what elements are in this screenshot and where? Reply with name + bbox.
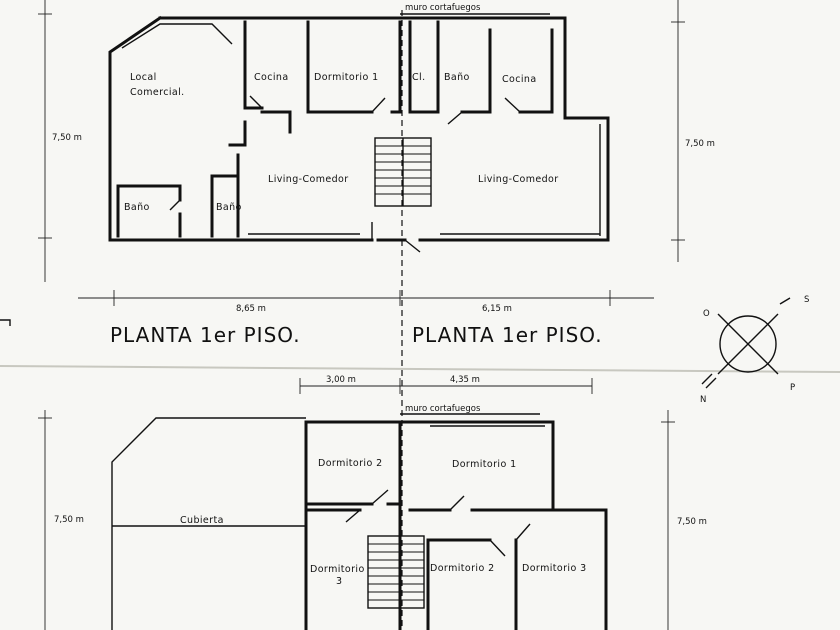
- room-living-left: Living-Comedor: [268, 174, 349, 185]
- title-left: PLANTA 1er PISO.: [110, 323, 301, 347]
- compass-s-leader: [779, 297, 791, 305]
- lower-dormitorio3-right: Dormitorio 3: [522, 563, 587, 574]
- compass-rose: O S P N: [700, 295, 809, 405]
- room-cocina-left: Cocina: [254, 72, 289, 83]
- upper-wall-local-mid: [228, 120, 247, 147]
- lower-dormitorio2-left: Dormitorio 2: [318, 458, 383, 469]
- dim-width-left: 8,65 m: [236, 304, 266, 314]
- lower-plan: 3,00 m 4,35 m muro cortafuegos Cubierta: [38, 375, 707, 630]
- room-local-comercial: Local Comercial.: [130, 72, 185, 98]
- title-right: PLANTA 1er PISO.: [412, 323, 603, 347]
- upper-bano-small-wall: [210, 174, 238, 238]
- upper-door-bano: [447, 111, 463, 125]
- upper-door-cocina-left: [249, 95, 263, 109]
- compass-axis-2: [717, 313, 779, 375]
- lower-dorm3-line2: 3: [336, 576, 342, 587]
- room-closet: Cl.: [412, 72, 426, 83]
- compass-circle: [719, 315, 777, 373]
- lower-stair-outline: [367, 535, 425, 609]
- lower-roof-outline: [111, 417, 306, 630]
- compass-p: P: [790, 383, 795, 393]
- upper-door-bano-left: [169, 199, 181, 211]
- upper-staircase: [374, 137, 432, 207]
- upper-bay-window: [121, 23, 233, 49]
- lower-dim-height-left: 7,50 m: [54, 515, 84, 525]
- room-bano-right: Baño: [444, 72, 470, 83]
- upper-door-dorm: [371, 97, 386, 113]
- upper-wall-cocina-right: [518, 28, 554, 114]
- local-label-line2: Comercial.: [130, 87, 185, 98]
- lower-wall-dorm2r: [426, 538, 492, 630]
- lower-staircase: [367, 535, 425, 609]
- compass-o: O: [703, 309, 710, 319]
- room-dormitorio-1: Dormitorio 1: [314, 72, 379, 83]
- room-living-right: Living-Comedor: [478, 174, 559, 185]
- upper-wall-cocina-bottom: [260, 110, 292, 134]
- edge-mark: [0, 319, 11, 326]
- room-bano-left: Baño: [124, 202, 150, 213]
- lower-door-dorm1: [449, 495, 465, 511]
- lower-doors-left: [345, 489, 389, 523]
- lower-dim-height-right: 7,50 m: [677, 517, 707, 527]
- compass-n-arrow: [701, 373, 717, 389]
- lower-dormitorio3-left: Dormitorio 3: [310, 564, 368, 587]
- room-cocina-right: Cocina: [502, 74, 537, 85]
- upper-plan: muro cortafuegos: [0, 0, 715, 630]
- upper-outer-wall: [108, 15, 610, 242]
- compass-n: N: [700, 395, 706, 405]
- upper-door-cocina: [504, 97, 521, 113]
- lower-dormitorio2-right: Dormitorio 2: [430, 563, 495, 574]
- lower-dorm3-line1: Dormitorio: [310, 564, 365, 575]
- upper-wall-closet-right: [408, 20, 440, 114]
- lower-dim-width-left: 3,00 m: [326, 375, 356, 385]
- room-bano-small: Baño: [216, 202, 242, 213]
- scan-fold-line: [0, 365, 840, 373]
- upper-firewall-label: muro cortafuegos: [405, 3, 481, 13]
- lower-doors-right: [489, 523, 531, 557]
- dim-height-left: 7,50 m: [52, 133, 82, 143]
- local-label-line1: Local: [130, 72, 157, 83]
- lower-firewall-label: muro cortafuegos: [405, 404, 481, 414]
- upper-wall-local-cocina: [243, 20, 264, 110]
- compass-s: S: [804, 295, 809, 305]
- upper-wall-bano-right: [460, 28, 492, 114]
- lower-outer-wall: [304, 420, 608, 630]
- lower-dormitorio1-right: Dormitorio 1: [452, 459, 517, 470]
- upper-entry-doors: [371, 222, 421, 253]
- lower-dim-width-right: 4,35 m: [450, 375, 480, 385]
- upper-bano-left-wall: [116, 184, 182, 238]
- lower-cubierta: Cubierta: [180, 515, 224, 526]
- dim-height-right: 7,50 m: [685, 139, 715, 149]
- dim-width-right: 6,15 m: [482, 304, 512, 314]
